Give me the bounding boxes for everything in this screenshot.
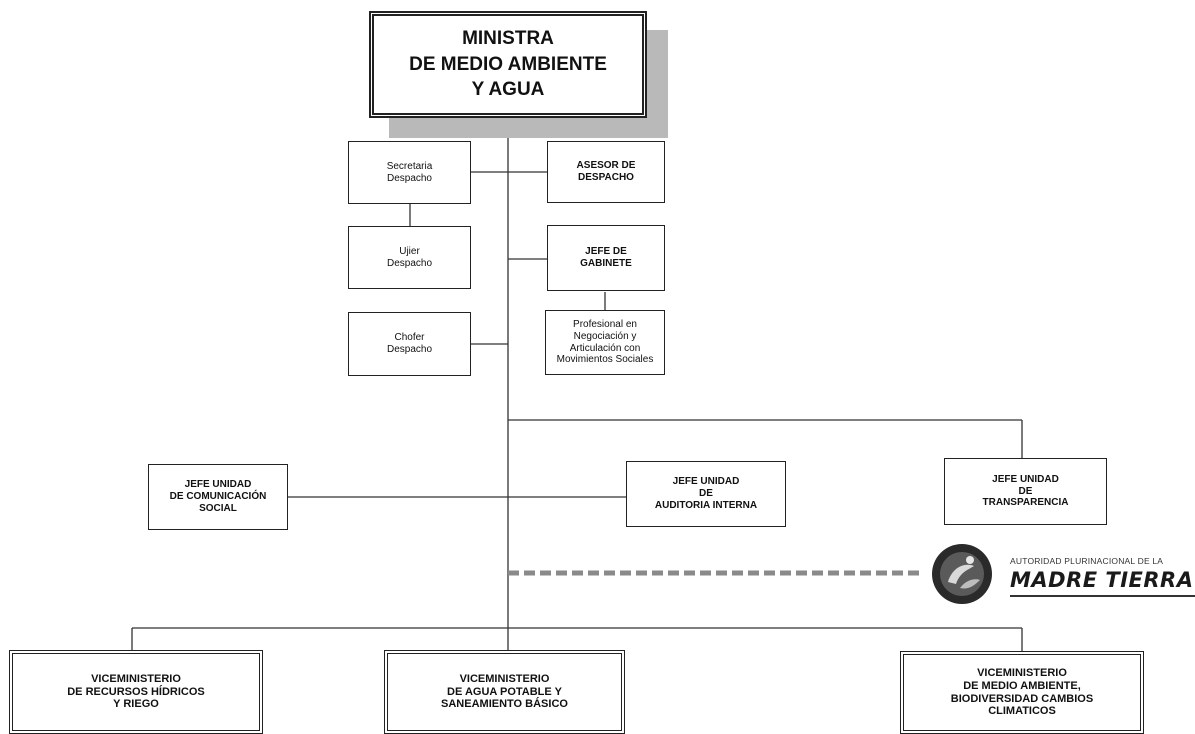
logo-top-text: AUTORIDAD PLURINACIONAL DE LA <box>1010 556 1164 566</box>
vice-recursos-hidricos-box[interactable]: VICEMINISTERIO DE RECURSOS HÍDRICOS Y RI… <box>9 650 263 734</box>
transparencia-box[interactable]: JEFE UNIDAD DE TRANSPARENCIA <box>944 458 1107 525</box>
vice-agua-potable-box[interactable]: VICEMINISTERIO DE AGUA POTABLE Y SANEAMI… <box>384 650 625 734</box>
ujier-box[interactable]: Ujier Despacho <box>348 226 471 289</box>
secretaria-box[interactable]: Secretaria Despacho <box>348 141 471 204</box>
comunicacion-box[interactable]: JEFE UNIDAD DE COMUNICACIÓN SOCIAL <box>148 464 288 530</box>
chofer-box[interactable]: Chofer Despacho <box>348 312 471 376</box>
auditoria-box[interactable]: JEFE UNIDAD DE AUDITORIA INTERNA <box>626 461 786 527</box>
profesional-box[interactable]: Profesional en Negociación y Articulació… <box>545 310 665 375</box>
minister-box[interactable]: MINISTRA DE MEDIO AMBIENTE Y AGUA <box>369 11 647 118</box>
asesor-box[interactable]: ASESOR DE DESPACHO <box>547 141 665 203</box>
madre-tierra-logo: AUTORIDAD PLURINACIONAL DE LA MADRE TIER… <box>930 540 1195 610</box>
madre-tierra-emblem-icon <box>932 544 992 604</box>
jefe-gabinete-box[interactable]: JEFE DE GABINETE <box>547 225 665 291</box>
logo-main-text: MADRE TIERRA <box>1010 568 1194 592</box>
logo-underline <box>1010 595 1195 597</box>
vice-medio-ambiente-box[interactable]: VICEMINISTERIO DE MEDIO AMBIENTE, BIODIV… <box>900 651 1144 734</box>
